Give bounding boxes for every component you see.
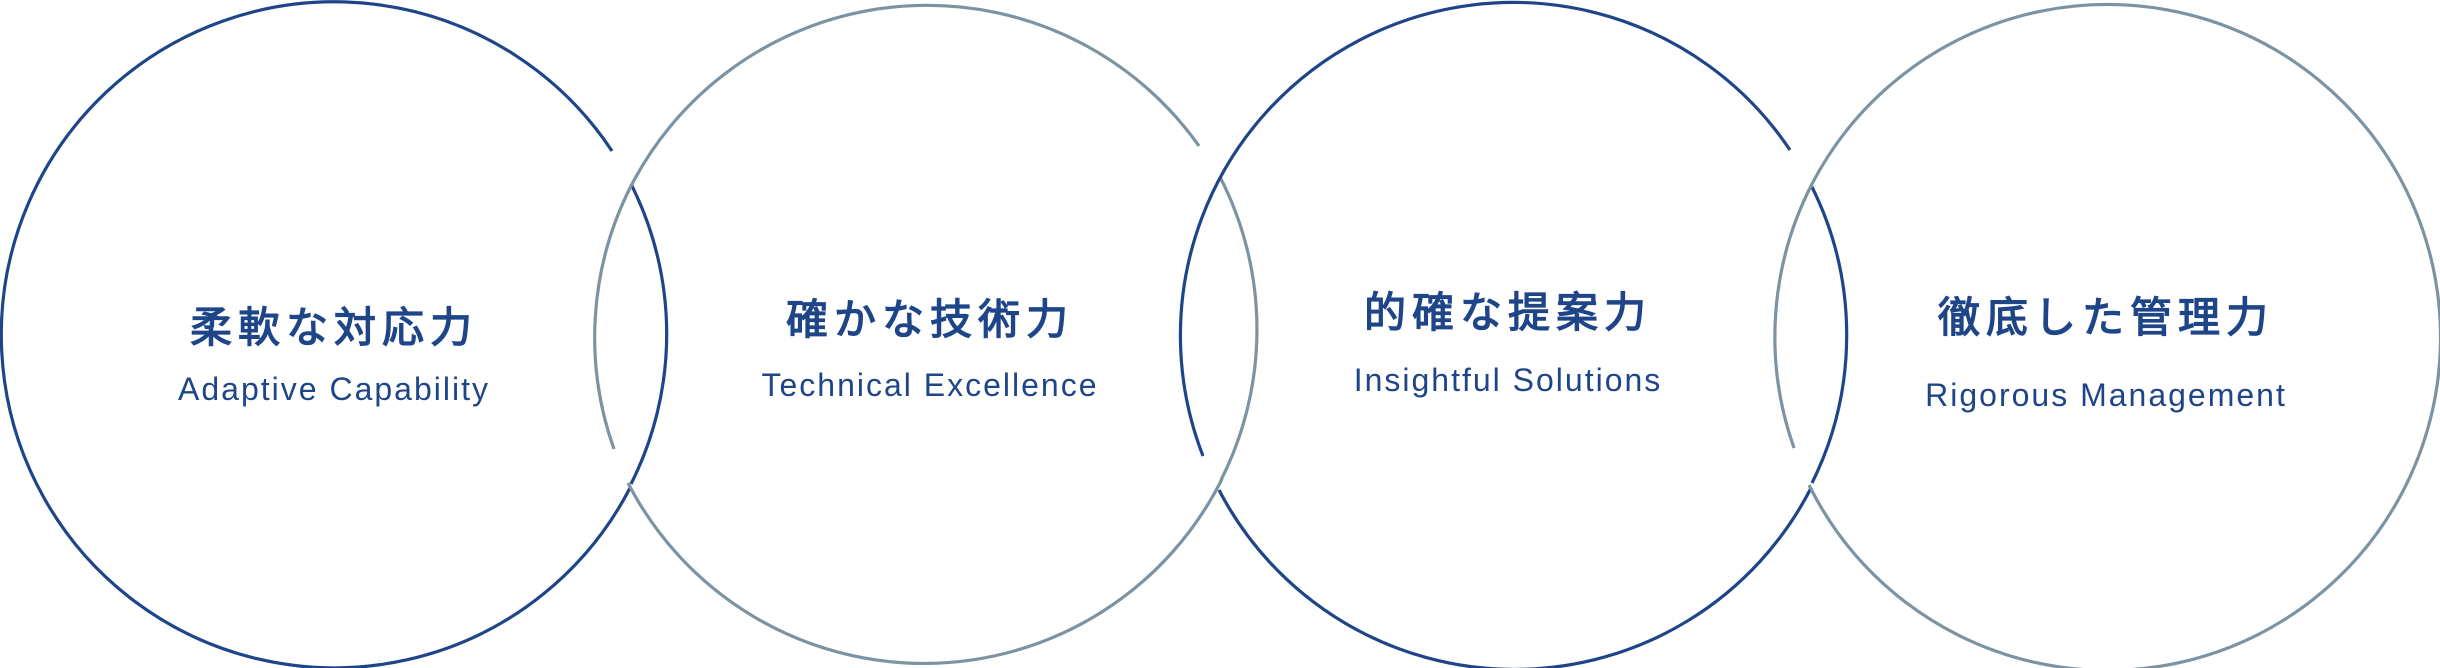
ring-technical-excellence [628,3,1201,189]
circle-subtitle: Adaptive Capability [178,371,490,407]
circle-subtitle: Insightful Solutions [1353,362,1663,398]
ring-adaptive-capability [0,0,632,668]
circle-label-2: 的確な提案力 Insightful Solutions [1353,288,1663,398]
circle-title: 的確な提案力 [1363,288,1653,337]
circle-label-1: 確かな技術力 Technical Excellence [761,295,1099,403]
ring-technical-excellence-bottom-arc [626,478,1224,665]
circle-label-3: 徹底した管理力 Rigorous Management [1925,293,2287,413]
circle-subtitle: Rigorous Management [1925,377,2287,413]
circle-subtitle: Technical Excellence [761,367,1099,403]
ring-insightful-solutions-right-arc [1810,186,1849,484]
circle-title: 確かな技術力 [785,295,1075,344]
ring-technical-excellence-left-arc [593,187,632,450]
ring-insightful-solutions [1178,0,1792,457]
ring-technical-excellence-right-arc [1218,176,1259,481]
ring-insightful-solutions-bottom-arc [1217,487,1813,668]
circle-label-0: 柔軟な対応力 Adaptive Capability [178,303,490,407]
ring-rigorous-management [1807,2,2440,668]
circle-title: 徹底した管理力 [1937,293,2275,342]
ring-rigorous-management-left-arc [1773,183,1814,449]
circle-title: 柔軟な対応力 [189,303,478,352]
ring-adaptive-capability-overlap-arc [629,183,669,485]
